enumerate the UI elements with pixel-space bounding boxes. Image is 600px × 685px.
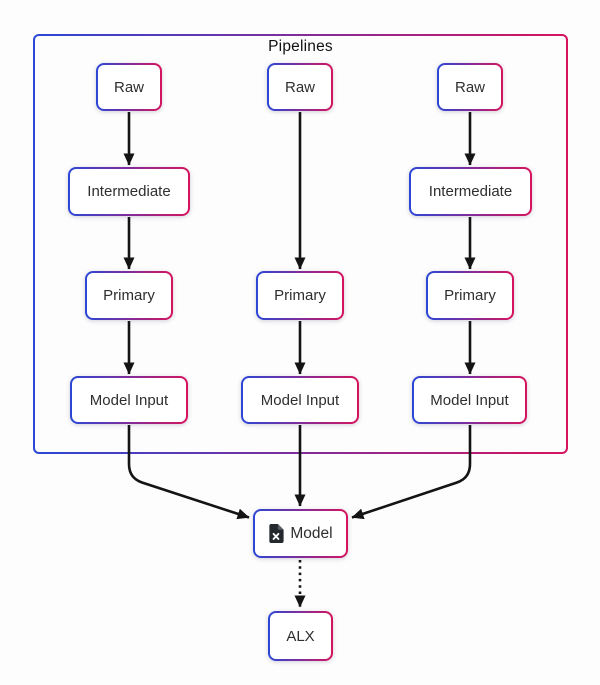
node-intermediate-left: Intermediate: [68, 167, 190, 216]
node-label: Model Input: [430, 391, 509, 409]
node-label: Raw: [113, 78, 144, 96]
node-raw-right: Raw: [437, 63, 503, 111]
node-label: Model Input: [260, 391, 340, 409]
node-alx: ALX: [268, 611, 333, 661]
node-label: Primary: [444, 287, 496, 304]
node-label: Raw: [454, 78, 485, 96]
node-model-input-middle: Model Input: [241, 376, 359, 424]
node-primary-right: Primary: [426, 271, 514, 320]
node-label: Primary: [274, 287, 326, 304]
node-model-input-right: Model Input: [412, 376, 527, 424]
diagram-title: Pipelines: [268, 38, 333, 55]
node-model: Model: [253, 509, 348, 558]
node-label: Raw: [284, 78, 315, 96]
node-primary-left: Primary: [85, 271, 173, 320]
node-model-input-left: Model Input: [70, 376, 188, 424]
node-label: ALX: [286, 627, 315, 645]
node-label: Primary: [103, 287, 155, 304]
node-label: Intermediate: [87, 183, 171, 200]
node-intermediate-right: Intermediate: [409, 167, 532, 216]
node-raw-middle: Raw: [267, 63, 333, 111]
node-primary-middle: Primary: [256, 271, 344, 320]
node-label: Model Input: [89, 391, 169, 409]
node-raw-left: Raw: [96, 63, 162, 111]
node-label: Intermediate: [428, 183, 513, 200]
spreadsheet-file-icon: [269, 524, 284, 543]
node-label: Model: [290, 524, 333, 542]
